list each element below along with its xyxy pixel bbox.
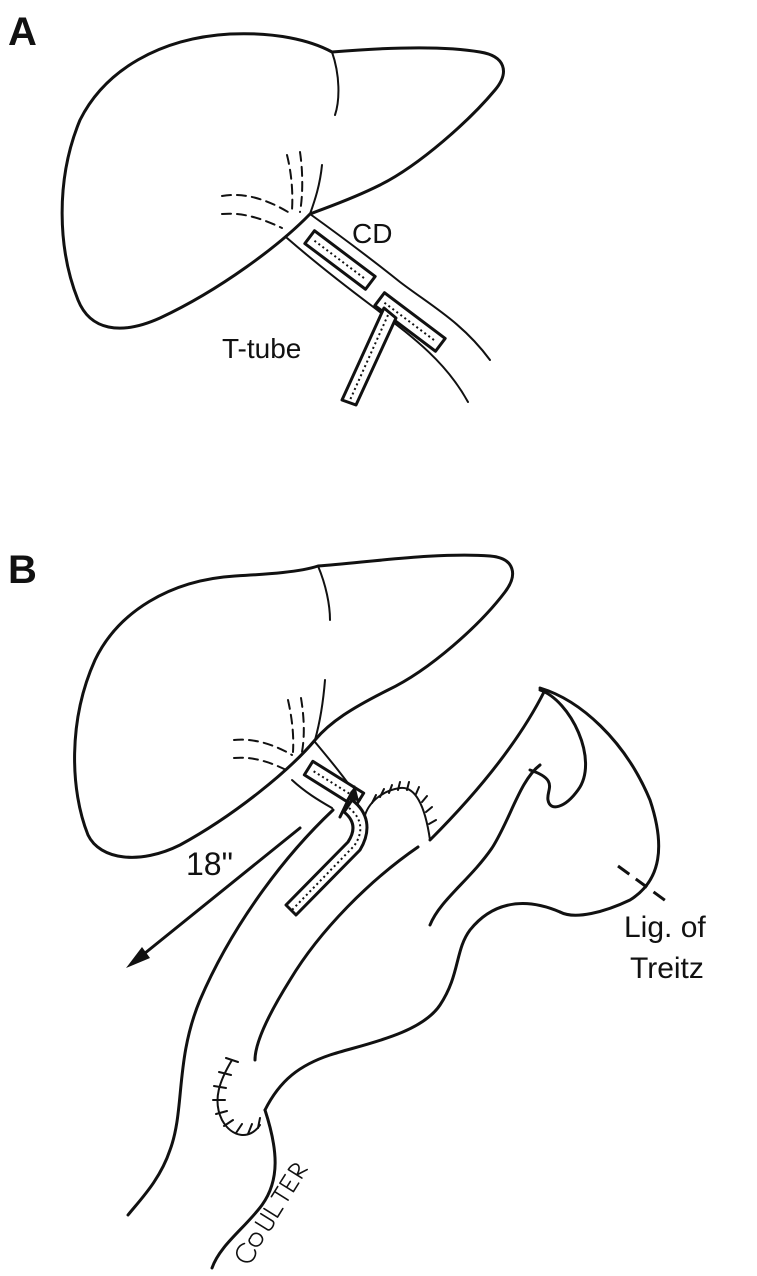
treitz-marker-line [618,866,670,904]
bowel-outline-lower [265,904,560,1110]
liver-fissure-a [310,52,338,214]
liver-fissure-b [315,566,330,740]
label-cd: CD [352,218,392,249]
label-ligament-line2: Treitz [630,952,704,985]
liver-outline-b [75,555,513,857]
hepatic-duct-right2-b [301,698,304,752]
hepatic-duct-left-a [222,195,288,212]
label-t-tube: T-tube [222,333,301,364]
hepatic-duct-right-a [287,155,292,210]
panel-a: A CD T-tube [8,10,503,405]
panel-a-letter: A [8,10,37,54]
artist-signature [234,1161,309,1266]
panel-b: B [8,548,706,1268]
bowel-outline-outer [430,765,540,925]
anastomosis-line [217,1060,260,1135]
label-length: 18" [186,846,233,882]
bile-duct-wall-upper-a [310,214,490,360]
hepatic-duct-left-b [234,740,292,755]
anastomosis-stitches [213,1058,260,1134]
hepatic-duct-left2-b [234,758,290,772]
t-tube-a [305,231,445,405]
label-ligament-line1: Lig. of [624,911,706,944]
hepatic-duct-right-b [288,700,293,752]
hepatic-duct-left2-a [222,214,282,228]
jejunal-limb-right-wall [255,847,418,1060]
liver-outline-a [62,34,503,328]
panel-b-letter: B [8,548,37,592]
hepatic-duct-right2-a [300,152,302,212]
